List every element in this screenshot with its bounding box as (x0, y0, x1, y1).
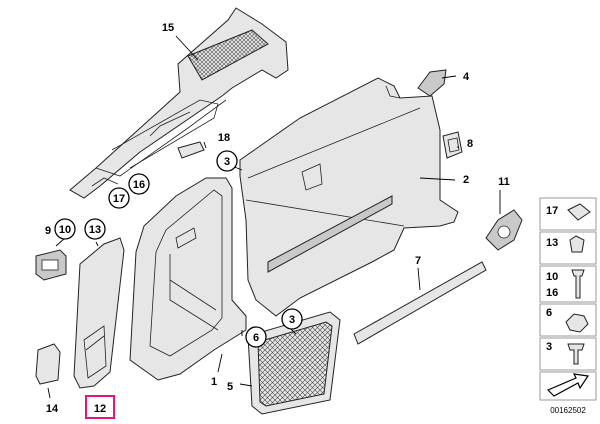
label-3-bottom: 3 (289, 314, 295, 326)
panel-lower-slot (267, 195, 393, 273)
side-label-6: 6 (546, 307, 552, 319)
label-5: 5 (227, 381, 233, 393)
side-label-13: 13 (546, 237, 558, 249)
clip-3-icon (567, 343, 585, 365)
label-4: 4 (463, 71, 470, 83)
label-2: 2 (463, 174, 469, 186)
arrow-icon (546, 373, 590, 397)
document-number: 00162502 (550, 406, 586, 415)
fasteners-panel: 17 13 10 16 6 3 (539, 197, 597, 401)
part-5-cargo-net (247, 311, 341, 415)
part-8-bracket (442, 131, 463, 159)
label-13: 13 (89, 224, 101, 236)
part-2-side-panel (239, 77, 459, 317)
part-12-pillar-trim (73, 237, 125, 389)
highlight-box (85, 395, 115, 419)
part-15-upper-trim (69, 7, 289, 199)
panel-handle-recess (301, 163, 323, 191)
part-7-strip (353, 261, 487, 345)
part-18-clip (177, 141, 205, 159)
label-16: 16 (133, 179, 145, 191)
label-12-highlight: 12 (85, 395, 115, 419)
part-1-floor-panel (129, 177, 247, 381)
label-18: 18 (218, 132, 230, 144)
side-label-17: 17 (546, 205, 558, 217)
part-4-cover (417, 69, 447, 97)
side-label-10: 10 (546, 271, 558, 283)
screw-icon (571, 269, 585, 299)
part-14-bracket (35, 343, 61, 385)
label-7: 7 (415, 255, 421, 267)
label-3-top: 3 (224, 156, 230, 168)
label-11: 11 (498, 176, 510, 188)
part-11-speaker-cover (485, 209, 523, 251)
label-8: 8 (467, 138, 473, 150)
label-12: 12 (94, 403, 106, 415)
clip-6-icon (565, 313, 589, 333)
part-9-socket (35, 249, 67, 281)
clip-17-icon (567, 203, 591, 221)
label-15: 15 (162, 22, 174, 34)
label-14: 14 (46, 403, 59, 415)
circled-callouts: 3 16 17 10 13 6 3 (54, 150, 303, 348)
clip-13-icon (569, 235, 585, 253)
side-label-16: 16 (546, 287, 558, 299)
label-10: 10 (59, 224, 71, 236)
label-17: 17 (113, 193, 125, 205)
leader-lines (47, 35, 501, 399)
label-1: 1 (211, 376, 217, 388)
floor-panel-slot (175, 227, 197, 249)
label-9: 9 (45, 225, 51, 237)
callout-labels: 15 4 8 18 2 11 7 9 1 5 14 (45, 22, 510, 415)
side-label-3: 3 (546, 341, 552, 353)
label-6: 6 (253, 332, 259, 344)
